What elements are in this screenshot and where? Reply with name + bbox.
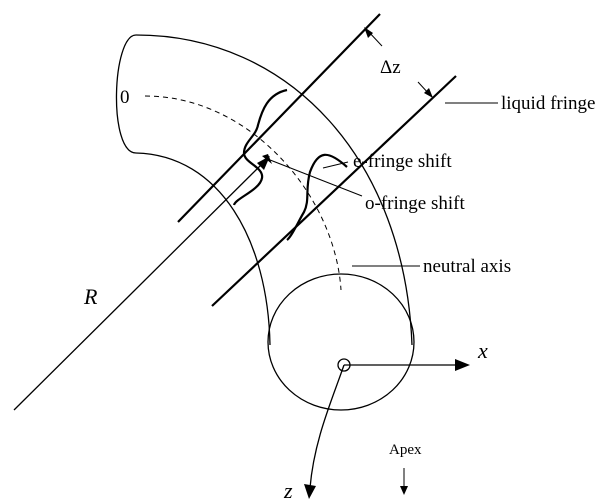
x-axis-arrowhead [455,359,470,371]
delta-z-arrowhead-upper [364,27,373,38]
tube-outer-contour [135,34,413,346]
o-fringe-shift-label: o-fringe shift [365,193,465,214]
tube-top-end-ellipse [115,34,137,154]
e-fringe-shift-label: e-fringe shift [353,151,452,172]
z-axis-arrowhead [304,484,316,499]
liquid-fringe-label: liquid fringe [501,93,595,114]
radius-label: R [83,284,98,309]
z-axis-curve [309,364,345,489]
fringe-plane-line-lower [211,75,457,307]
o-fringe-arrowhead [262,154,272,164]
delta-z-arrowhead-lower [424,88,433,98]
radius-line [13,161,265,411]
o-fringe-arrow-line [264,157,363,197]
tube-bottom-end-circle [267,273,415,411]
apex-arrowhead [400,486,408,495]
tube-inner-contour [135,152,271,346]
top-end-marker: 0 [120,87,130,108]
e-fringe-arrow-line [322,161,349,169]
x-axis-label: x [477,338,488,363]
neutral-axis-line [144,95,342,291]
apex-label: Apex [389,442,422,458]
fringe-curve-upper [232,88,288,206]
fringe-curve-lower [286,153,348,241]
delta-z-label: Δz [380,57,401,78]
z-axis-label: z [283,478,293,501]
fringe-plane-line-upper [177,13,381,223]
neutral-axis-label: neutral axis [423,256,511,277]
